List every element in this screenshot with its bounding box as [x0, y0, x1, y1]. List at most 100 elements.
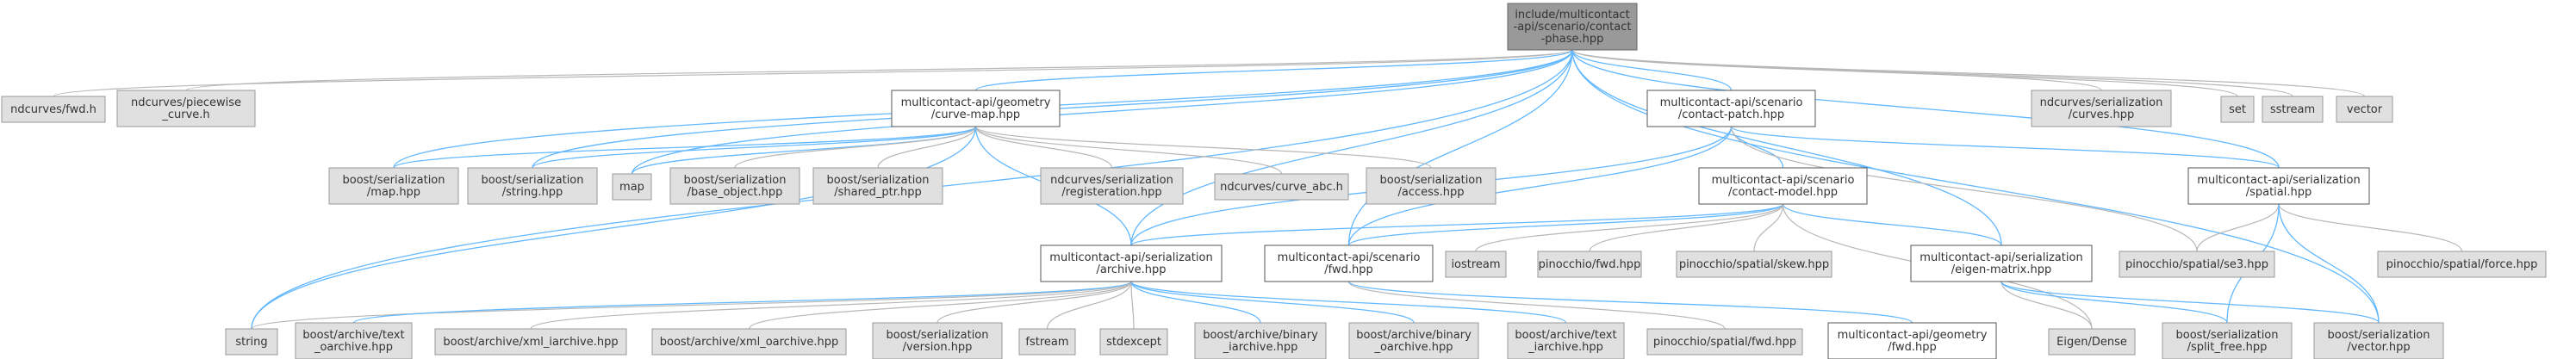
- node-label: multicontact-api/scenario: [1278, 251, 1421, 264]
- edge-ser_archive-to-fstream: [1046, 281, 1132, 330]
- node-label: /archive.hpp: [1097, 263, 1167, 276]
- node-label: pinocchio/spatial/skew.hpp: [1679, 258, 1829, 271]
- edge-ser_archive-to-ba_xml_i: [530, 281, 1132, 330]
- node-label: /base_object.hpp: [688, 186, 783, 199]
- node-box: [1214, 173, 1349, 201]
- edge-root-to-contact_patch: [1571, 49, 1733, 91]
- node-label: /contact-model.hpp: [1728, 186, 1838, 199]
- node-bs_split_free: boost/serialization/split_free.hpp: [2162, 322, 2293, 359]
- edge-contact_patch-to-ser_spatial: [1730, 126, 2280, 169]
- node-box: [872, 322, 1003, 359]
- node-label: set: [2229, 103, 2246, 116]
- node-box: [116, 90, 256, 127]
- node-scen_fwd[interactable]: multicontact-api/scenario/fwd.hpp: [1264, 244, 1434, 282]
- edge-ser_eigen-to-bs_split_free: [2000, 281, 2228, 324]
- node-label: /fwd.hpp: [1888, 341, 1937, 354]
- node-box: [1537, 251, 1642, 278]
- edge-contact_model-to-ser_archive: [1130, 203, 1784, 246]
- node-label: /registeration.hpp: [1061, 186, 1161, 199]
- edge-contact_model-to-pin_skew: [1753, 203, 1784, 252]
- node-label: ndcurves/curve_abc.h: [1220, 181, 1343, 194]
- edge-root-to-sstream: [1571, 49, 2293, 97]
- node-label: /string.hpp: [502, 186, 563, 199]
- node-box: [812, 167, 943, 205]
- node-label: ndcurves/piecewise: [131, 96, 241, 109]
- node-ser_spatial[interactable]: multicontact-api/serialization/spatial.h…: [2187, 167, 2370, 205]
- edge-scen_fwd-to-geom_fwd: [1347, 281, 1913, 324]
- node-box: [2119, 251, 2275, 278]
- node-ser_archive[interactable]: multicontact-api/serialization/archive.h…: [1040, 244, 1223, 282]
- edge-root-to-ser_spatial: [1571, 49, 2280, 169]
- node-box: [1676, 251, 1832, 278]
- node-label: multicontact-api/serialization: [1049, 251, 1212, 264]
- node-label: string: [235, 336, 267, 349]
- node-box: [2313, 322, 2444, 359]
- node-label: boost/serialization: [683, 174, 786, 187]
- node-box: [295, 322, 413, 359]
- node-ba_xml_i: boost/archive/xml_iarchive.hpp: [434, 328, 627, 356]
- edge-ser_spatial-to-pin_se3: [2196, 203, 2280, 252]
- node-set: set: [2220, 96, 2255, 123]
- node-ba_text_i: boost/archive/text_iarchive.hpp: [1507, 322, 1625, 359]
- node-pin_force: pinocchio/spatial/force.hpp: [2377, 251, 2547, 278]
- node-box: [2220, 96, 2255, 123]
- node-contact_patch[interactable]: multicontact-api/scenario/contact-patch.…: [1646, 90, 1816, 127]
- node-pin_skew: pinocchio/spatial/skew.hpp: [1676, 251, 1832, 278]
- edge-contact_patch-to-contact_model: [1730, 126, 1784, 169]
- node-label: multicontact-api/scenario: [1660, 96, 1803, 109]
- node-box: [1507, 3, 1638, 51]
- node-box: [1, 96, 106, 123]
- edge-ser_eigen-to-bs_vector: [2000, 281, 2380, 324]
- node-label: boost/serialization: [2327, 329, 2430, 342]
- edge-scen_fwd-to-pin_spatial_fwd: [1347, 281, 1726, 330]
- node-pin_se3: pinocchio/spatial/se3.hpp: [2119, 251, 2275, 278]
- edge-geom_curvemap-to-ndc_curve_abc: [974, 126, 1283, 175]
- node-box: [1646, 328, 1803, 356]
- edge-root-to-ndc_pw: [185, 49, 1573, 91]
- node-box: [612, 173, 652, 201]
- node-label: _oarchive.hpp: [1373, 341, 1453, 354]
- node-map: map: [612, 173, 652, 201]
- edge-root-to-bs_vector: [1571, 49, 2380, 324]
- edge-contact_model-to-ser_eigen: [1782, 203, 2002, 246]
- node-box: [1910, 244, 2093, 282]
- node-label: /curve-map.hpp: [931, 108, 1020, 121]
- edge-geom_curvemap-to-bs_shared_ptr: [877, 126, 977, 169]
- node-box: [1698, 167, 1868, 205]
- node-ser_eigen[interactable]: multicontact-api/serialization/eigen-mat…: [1910, 244, 2093, 282]
- node-label: -api/scenario/contact: [1514, 21, 1632, 34]
- node-box: [651, 328, 847, 356]
- node-label: /fwd.hpp: [1324, 263, 1373, 276]
- node-label: boost/archive/binary: [1203, 329, 1318, 342]
- node-ba_bin_o: boost/archive/binary_oarchive.hpp: [1348, 322, 1479, 359]
- node-label: multicontact-api/serialization: [1920, 251, 2082, 264]
- node-label: include/multicontact: [1515, 9, 1629, 22]
- node-label: sstream: [2270, 103, 2315, 116]
- node-label: -phase.hpp: [1541, 33, 1604, 46]
- node-box: [1366, 167, 1496, 205]
- node-eigen_dense: Eigen/Dense: [2048, 328, 2136, 356]
- node-geom_fwd[interactable]: multicontact-api/geometry/fwd.hpp: [1827, 322, 1997, 359]
- node-label: boost/archive/xml_oarchive.hpp: [660, 336, 839, 349]
- node-label: boost/serialization: [826, 174, 929, 187]
- node-label: multicontact-api/geometry: [1838, 329, 1988, 342]
- node-label: boost/archive/xml_iarchive.hpp: [443, 336, 618, 349]
- edge-geom_curvemap-to-bs_string: [532, 126, 977, 169]
- node-label: /curves.hpp: [2069, 108, 2134, 121]
- node-pin_spatial_fwd: pinocchio/spatial/fwd.hpp: [1646, 328, 1803, 356]
- node-label: _oarchive.hpp: [314, 341, 393, 354]
- node-sstream: sstream: [2262, 96, 2324, 123]
- node-geom_curvemap[interactable]: multicontact-api/geometry/curve-map.hpp: [891, 90, 1061, 127]
- node-bs_base_object: boost/serialization/base_object.hpp: [669, 167, 800, 205]
- node-box: [1507, 322, 1625, 359]
- node-root[interactable]: include/multicontact-api/scenario/contac…: [1507, 3, 1638, 51]
- edge-ser_archive-to-ba_text_o: [352, 281, 1132, 324]
- node-label: _iarchive.hpp: [1223, 341, 1298, 354]
- node-label: ndcurves/fwd.h: [10, 103, 96, 116]
- node-label: fstream: [1025, 336, 1068, 349]
- node-contact_model[interactable]: multicontact-api/scenario/contact-model.…: [1698, 167, 1868, 205]
- node-ndc_ser_reg: ndcurves/serialization/registeration.hpp: [1040, 167, 1184, 205]
- edge-geom_curvemap-to-bs_base_object: [734, 126, 977, 169]
- node-label: /spatial.hpp: [2246, 186, 2312, 199]
- node-ndc_fwd: ndcurves/fwd.h: [1, 96, 106, 123]
